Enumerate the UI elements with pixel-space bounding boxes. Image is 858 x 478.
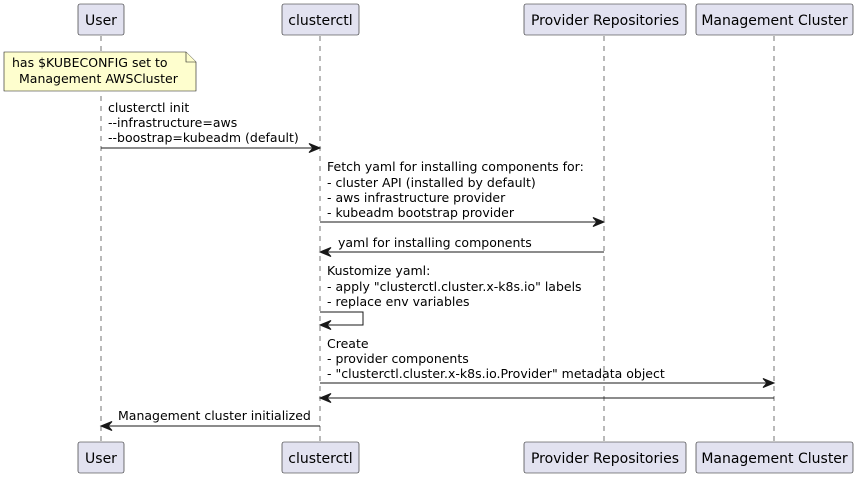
arrow-head xyxy=(99,421,113,431)
participant-label: Provider Repositories xyxy=(531,451,679,467)
message-line: - "clusterctl.cluster.x-k8s.io.Provider"… xyxy=(327,366,665,381)
message-clusterctl-init: clusterctl init --infrastructure=aws --b… xyxy=(101,100,322,153)
message-line: --infrastructure=aws xyxy=(108,115,237,130)
arrow-head xyxy=(318,393,332,403)
message-line: - replace env variables xyxy=(327,294,470,309)
participant-clusterctl-top: clusterctl xyxy=(281,3,360,36)
participant-label: User xyxy=(85,451,117,467)
message-line: --boostrap=kubeadm (default) xyxy=(108,130,299,145)
participant-label: Management Cluster xyxy=(701,13,848,29)
message-line: - provider components xyxy=(327,351,469,366)
message-line: Kustomize yaml: xyxy=(327,263,430,278)
participant-provider-repositories-bottom: Provider Repositories xyxy=(523,441,687,474)
message-line: - aws infrastructure provider xyxy=(327,190,506,205)
arrow-line xyxy=(320,311,364,326)
message-create-response xyxy=(318,393,774,403)
arrow-head xyxy=(318,247,332,257)
arrow-head xyxy=(308,143,322,153)
note-line: has $KUBECONFIG set to xyxy=(12,55,168,70)
participant-management-cluster-bottom: Management Cluster xyxy=(695,441,854,474)
message-cluster-initialized: Management cluster initialized xyxy=(99,408,320,431)
participant-user-bottom: User xyxy=(77,441,125,474)
participant-label: Provider Repositories xyxy=(531,13,679,29)
arrow-head xyxy=(762,378,776,388)
message-fetch-yaml: Fetch yaml for installing components for… xyxy=(320,159,606,227)
participant-management-cluster-top: Management Cluster xyxy=(695,3,854,36)
note-line: Management AWSCluster xyxy=(19,71,179,86)
message-kustomize-yaml: Kustomize yaml: - apply "clusterctl.clus… xyxy=(318,263,582,330)
participant-label: clusterctl xyxy=(288,13,352,29)
arrow-head xyxy=(592,217,606,227)
message-line: Fetch yaml for installing components for… xyxy=(327,159,584,174)
participant-user-top: User xyxy=(77,3,125,36)
arrow-head xyxy=(318,320,332,330)
message-line: - apply "clusterctl.cluster.x-k8s.io" la… xyxy=(327,279,582,294)
message-line: yaml for installing components xyxy=(338,235,532,250)
participant-label: User xyxy=(85,13,117,29)
message-line: Management cluster initialized xyxy=(118,408,311,423)
message-create-components: Create - provider components - "clusterc… xyxy=(320,336,776,388)
message-line: - kubeadm bootstrap provider xyxy=(327,205,515,220)
message-line: clusterctl init xyxy=(108,100,189,115)
message-line: - cluster API (installed by default) xyxy=(327,175,536,190)
participant-label: Management Cluster xyxy=(701,451,848,467)
message-line: Create xyxy=(327,336,369,351)
note-kubeconfig: has $KUBECONFIG set to Management AWSClu… xyxy=(3,51,197,92)
message-yaml-returned: yaml for installing components xyxy=(318,235,604,257)
participant-clusterctl-bottom: clusterctl xyxy=(281,441,360,474)
participant-label: clusterctl xyxy=(288,451,352,467)
participant-provider-repositories-top: Provider Repositories xyxy=(523,3,687,36)
